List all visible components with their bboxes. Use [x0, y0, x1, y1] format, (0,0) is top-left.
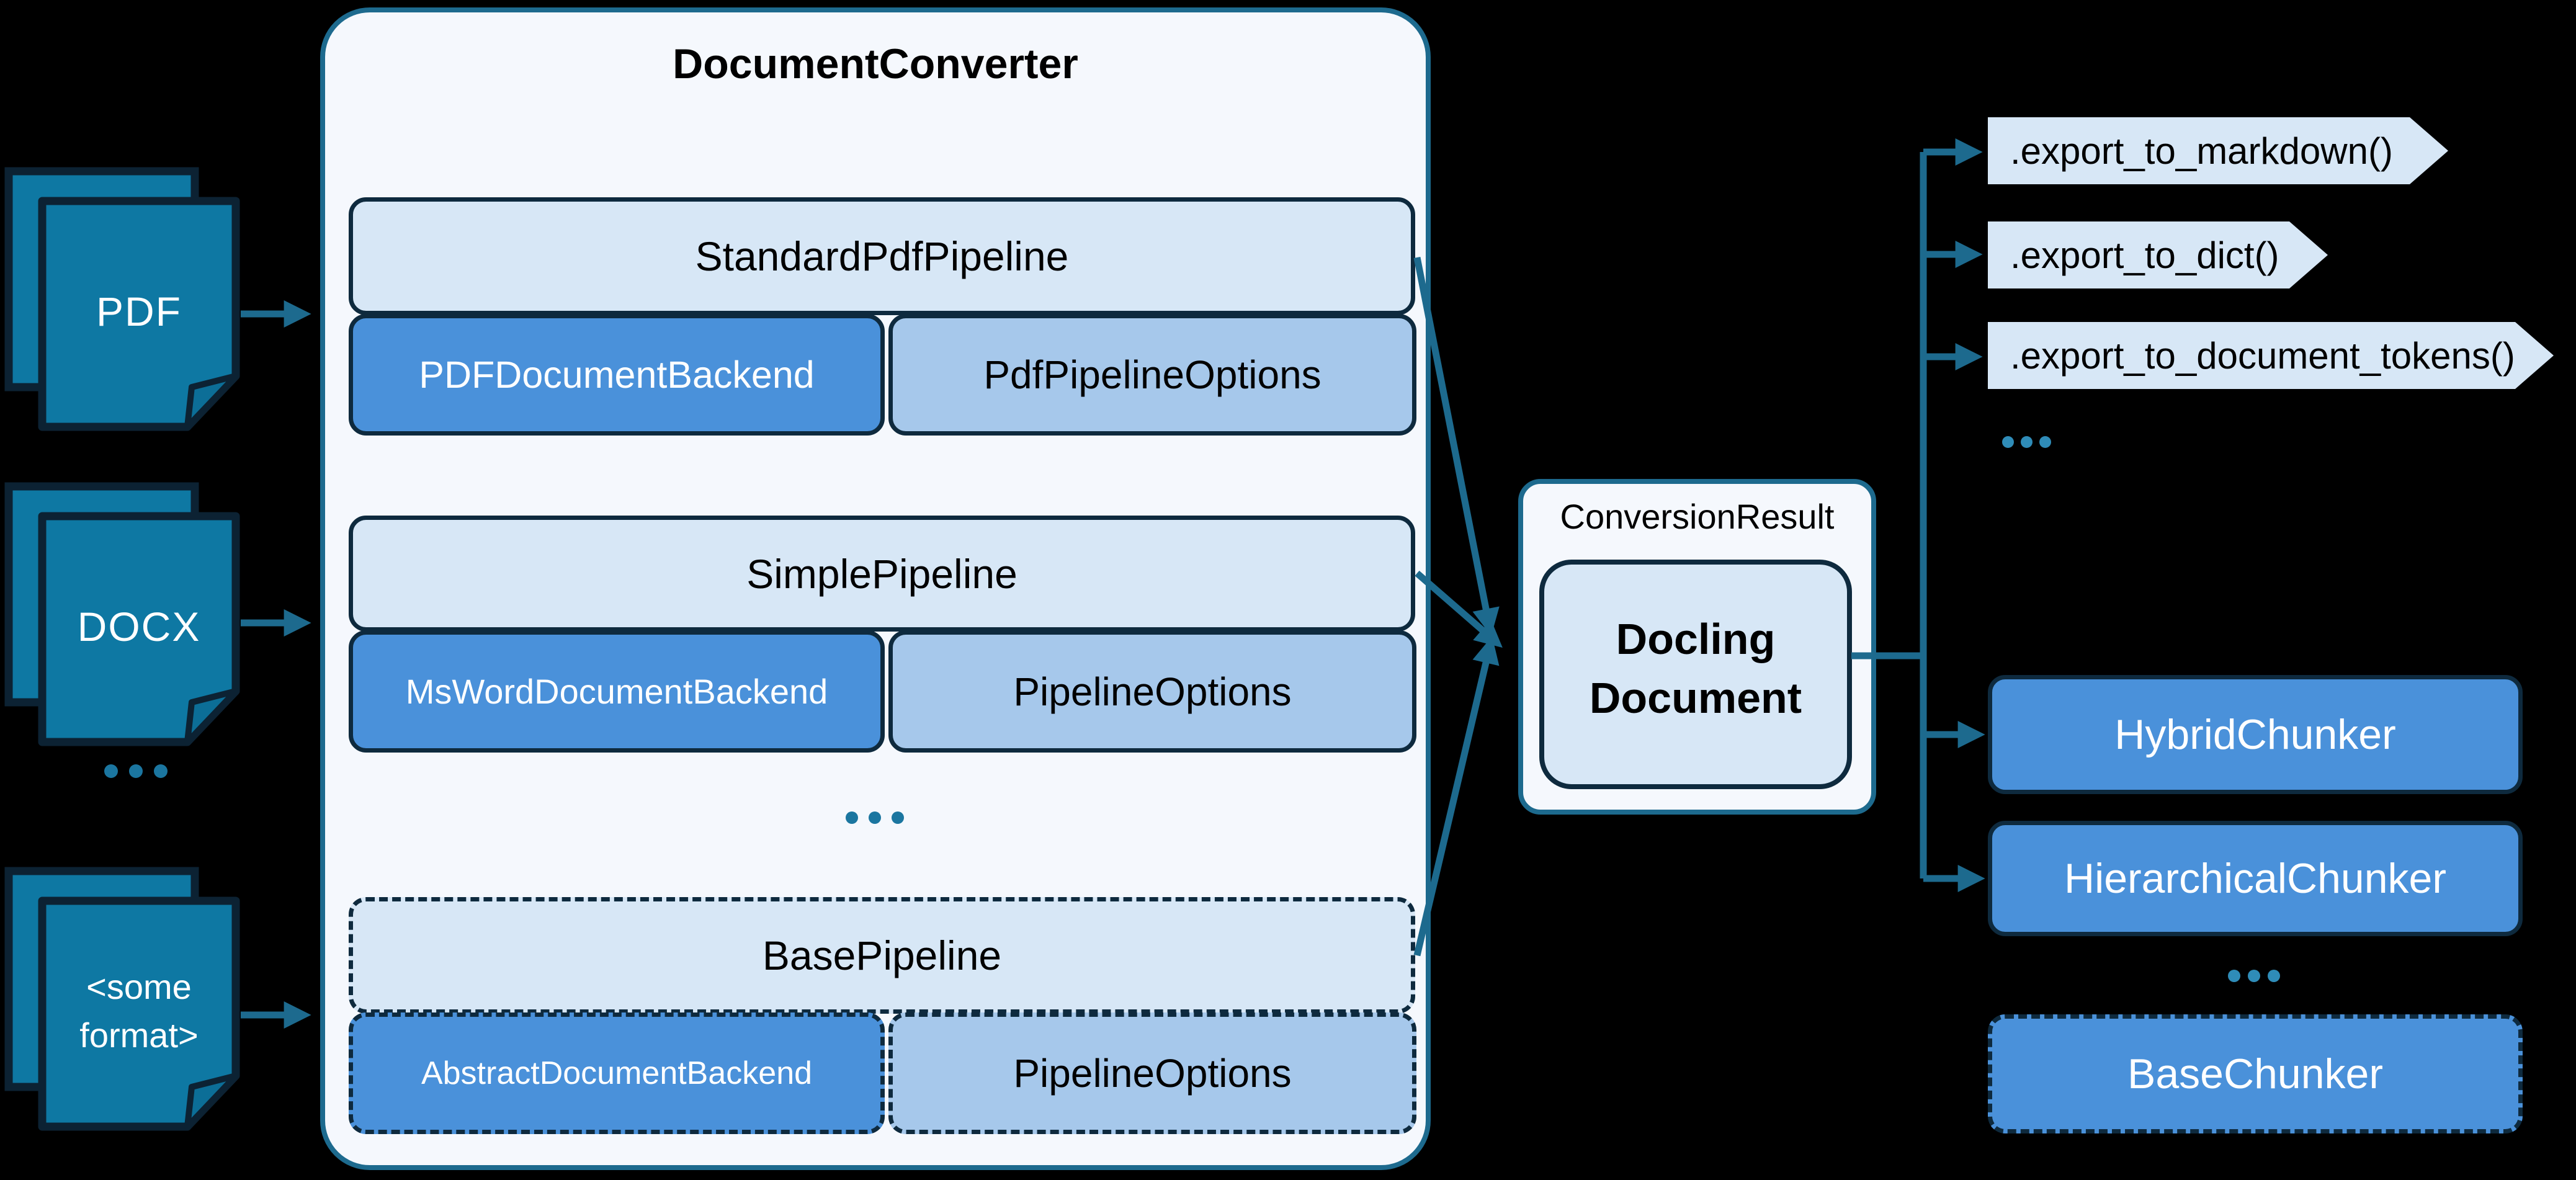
document-converter-panel: DocumentConverter StandardPdfPipeline PD… [320, 7, 1431, 1170]
document-stack-icon [4, 167, 240, 431]
pipeline-simple: SimplePipeline [349, 516, 1415, 632]
pdf-documents-icon: PDF [2, 165, 246, 436]
options-pipeline: PipelineOptions [888, 630, 1416, 753]
conversion-result-label: ConversionResult [1560, 497, 1835, 536]
docx-label: DOCX [77, 604, 201, 650]
export-tag-document-tokens: .export_to_document_tokens() [1988, 322, 2554, 389]
some-format-documents-icon: <some format> [2, 865, 246, 1135]
backend-abstract-document: AbstractDocumentBackend [349, 1012, 885, 1134]
document-stack-icon [4, 867, 240, 1131]
export-tag-markdown: .export_to_markdown() [1988, 117, 2448, 184]
backend-pdf-document: PDFDocumentBackend [349, 314, 885, 436]
converter-title: DocumentConverter [673, 40, 1078, 87]
chunker-base: BaseChunker [1988, 1014, 2523, 1133]
chunker-hybrid: HybridChunker [1988, 675, 2523, 794]
ellipsis-dot [2021, 436, 2033, 448]
export-tag-dict: .export_to_dict() [1988, 221, 2328, 288]
ellipsis-dot [2248, 970, 2260, 982]
docling-line2: Document [1589, 674, 1802, 722]
ellipsis-dot [2002, 436, 2014, 448]
ellipsis-dot [846, 811, 858, 824]
some-format-line1: <some [86, 967, 192, 1006]
ellipsis-dot [2228, 970, 2240, 982]
ellipsis-dot [2039, 436, 2051, 448]
chunkers-ellipsis: ... [2228, 970, 2280, 982]
ellipsis-dot [869, 811, 881, 824]
document-stack-icon [4, 482, 240, 746]
some-format-label: <some format> [38, 897, 239, 1125]
exports-ellipsis: ... [2002, 436, 2051, 448]
chunker-hierarchical: HierarchicalChunker [1988, 821, 2523, 936]
docling-line1: Docling [1616, 615, 1776, 663]
backend-msword-document: MsWordDocumentBackend [349, 630, 885, 753]
ellipsis-dot [154, 764, 168, 778]
ellipsis-dot [129, 764, 143, 778]
pipeline-standard-pdf: StandardPdfPipeline [349, 197, 1415, 315]
options-base-pipeline: PipelineOptions [888, 1012, 1416, 1134]
ellipsis-dot [2268, 970, 2280, 982]
ellipsis-dot [104, 764, 118, 778]
some-format-line2: format> [79, 1016, 199, 1055]
converter-ellipsis: ... [846, 811, 904, 824]
options-pdf-pipeline: PdfPipelineOptions [888, 314, 1416, 436]
input-ellipsis: ... [104, 764, 168, 778]
pdf-label: PDF [96, 288, 182, 334]
docling-document-node: Docling Document [1539, 560, 1852, 789]
conversion-result-panel: ConversionResult Docling Document [1518, 479, 1876, 815]
docx-documents-icon: DOCX [2, 480, 246, 751]
ellipsis-dot [892, 811, 904, 824]
pipeline-base: BasePipeline [349, 897, 1415, 1014]
